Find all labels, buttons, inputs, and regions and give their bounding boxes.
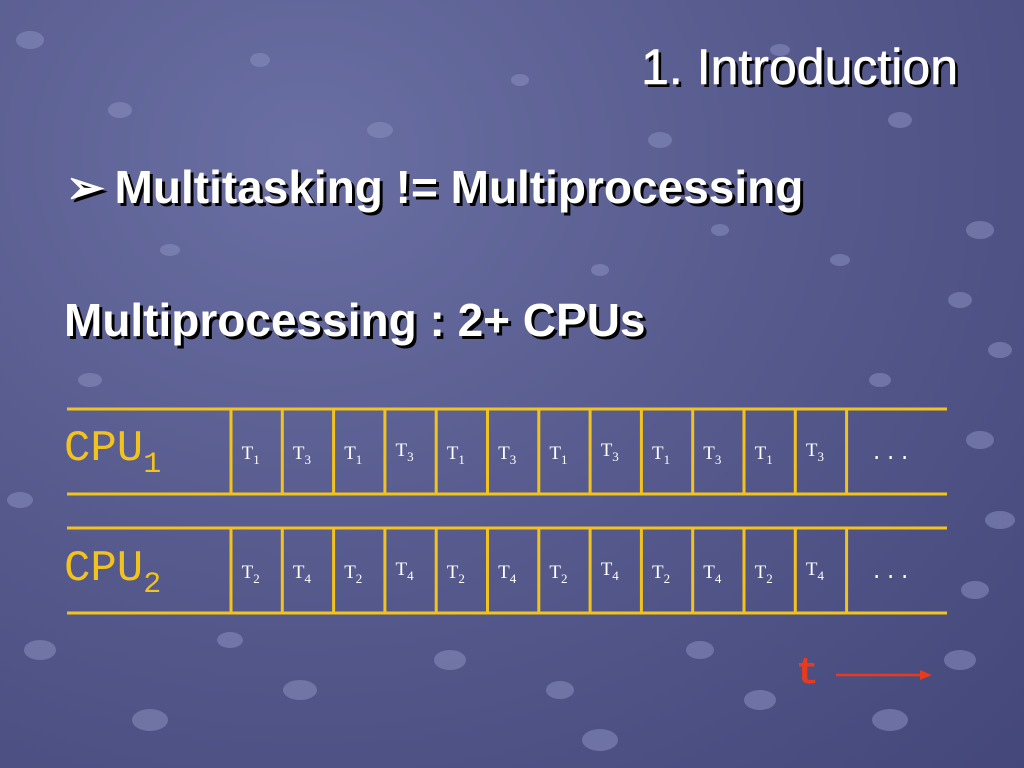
cpu1-label: CPU1 [64, 424, 162, 482]
slide-title: 1. Introduction [641, 39, 958, 96]
cpu2-task-cell: T2 [549, 562, 567, 586]
cpu2-task-cell: T2 [242, 562, 260, 586]
subheading: Multiprocessing : 2+ CPUs [64, 294, 646, 346]
time-label: t [796, 652, 819, 695]
cpu2-ellipsis: ... [871, 562, 913, 585]
cpu2-task-cell: T4 [395, 559, 414, 583]
cpu2-task-cell: T4 [703, 562, 722, 586]
cpu2-label: CPU2 [64, 544, 162, 602]
cpu1-task-cell: T1 [447, 443, 465, 467]
cpu2-task-cell: T4 [498, 562, 517, 586]
cpu2-task-cell: T4 [806, 559, 825, 583]
cpu1-task-cell: T3 [601, 440, 619, 464]
cpu2-task-cell: T4 [293, 562, 312, 586]
arrow-bullet-icon: ➢ [66, 161, 105, 213]
cpu1-task-cell: T1 [549, 443, 567, 467]
cpu2-task-cell: T2 [447, 562, 465, 586]
cpu2-task-cell: T2 [652, 562, 670, 586]
time-arrow-icon [836, 670, 932, 680]
cpu1-task-cell: T1 [652, 443, 670, 467]
cpu1-ellipsis: ... [871, 443, 913, 466]
cpu1-task-cell: T3 [293, 443, 311, 467]
cpu2-task-cell: T2 [755, 562, 773, 586]
cpu1-task-cell: T3 [806, 440, 824, 464]
cpu1-task-cell: T1 [344, 443, 362, 467]
cpu1-task-cell: T1 [242, 443, 260, 467]
cpu1-task-cell: T3 [498, 443, 516, 467]
bullet-text: Multitasking != Multiprocessing [114, 161, 804, 213]
cpu2-task-cell: T4 [601, 559, 620, 583]
cpu1-task-cell: T3 [703, 443, 721, 467]
cpu2-task-cell: T2 [344, 562, 362, 586]
cpu1-task-cell: T3 [395, 440, 413, 464]
cpu1-task-cell: T1 [755, 443, 773, 467]
bullet-item: ➢Multitasking != Multiprocessing [66, 160, 803, 214]
